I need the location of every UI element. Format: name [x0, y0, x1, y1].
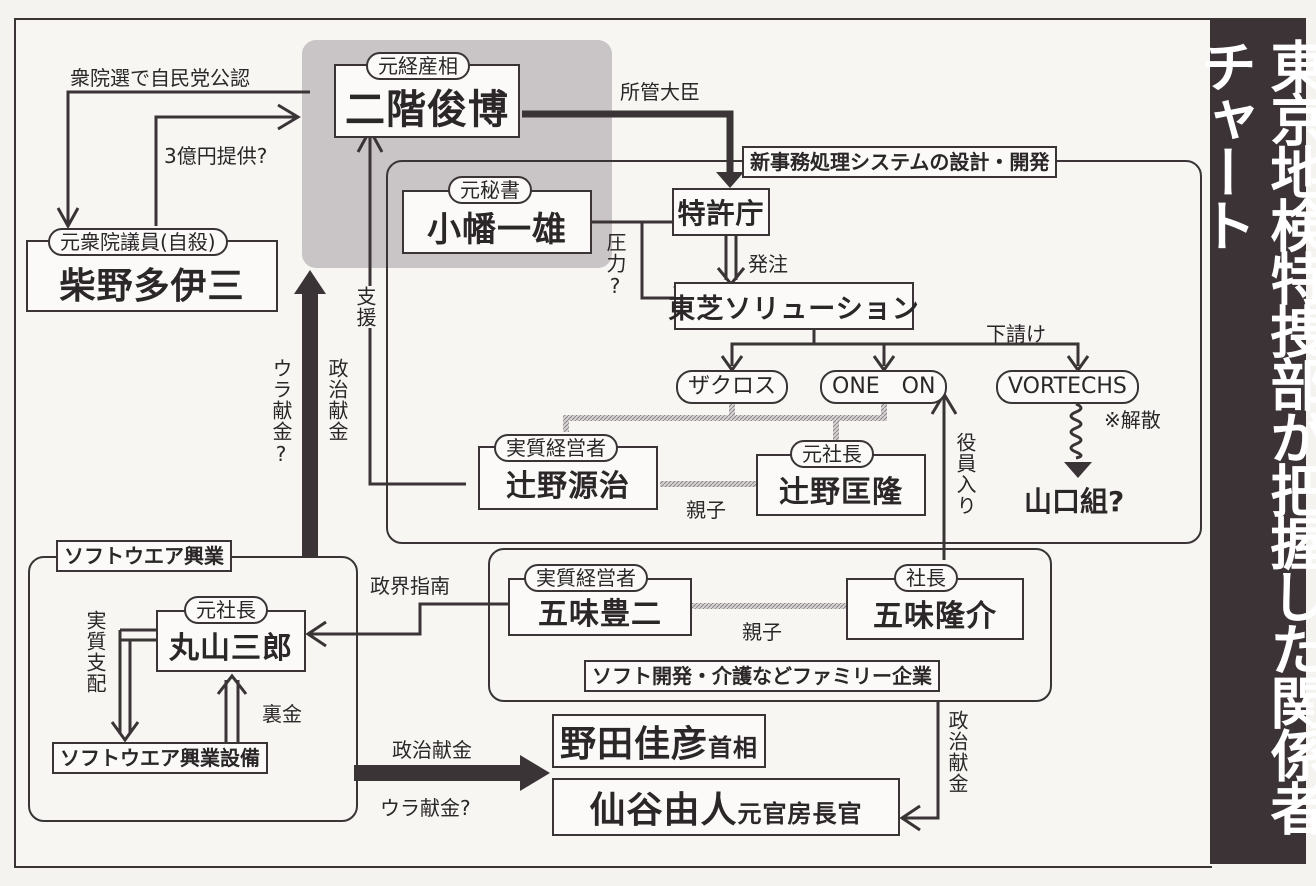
- edge-shien: [368, 130, 466, 486]
- label-ura-kenkin-2: ウラ献金?: [380, 796, 471, 820]
- label-seikai: 政界指南: [370, 574, 450, 598]
- node-zacros[interactable]: ザクロス: [676, 370, 789, 404]
- node-yamaguchi[interactable]: 山口組?: [1024, 485, 1125, 518]
- node-vortechs[interactable]: VORTECHS: [996, 370, 1139, 404]
- node-kohata-name: 小幡一雄: [427, 209, 567, 250]
- label-kaisan: ※解散: [1104, 408, 1161, 432]
- arrowhead-oku: [277, 103, 301, 131]
- node-toshiba[interactable]: 東芝ソリューション: [668, 282, 919, 330]
- node-tsujino-t-role: 元社長: [790, 440, 874, 468]
- node-tokkyo[interactable]: 特許庁: [672, 188, 770, 236]
- label-hatchu: 発注: [748, 252, 788, 276]
- edge-oku: [154, 115, 296, 226]
- arrowhead-shokan: [716, 172, 744, 188]
- node-gomi-t-name: 五味豊二: [538, 597, 662, 632]
- node-tsujino-g-name: 辻野源治: [506, 469, 630, 504]
- node-oneon[interactable]: ONE ON: [820, 370, 948, 404]
- hatch-zacros-oneon: [563, 400, 887, 432]
- node-sengoku-name: 仙谷由人: [589, 790, 738, 831]
- edge-shitauke: [730, 330, 816, 366]
- label-koninshi: 衆院選で自民党公認: [70, 66, 250, 90]
- node-kohata-role: 元秘書: [448, 176, 532, 204]
- node-noda-name: 野田佳彦: [559, 724, 708, 765]
- arrowhead-vortechs: [1064, 462, 1092, 478]
- node-noda[interactable]: 野田佳彦 首相: [552, 714, 766, 768]
- edge-seiji-kenkin-2: [354, 765, 524, 781]
- label-oyako-2: 親子: [742, 620, 782, 644]
- edge-seikai: [308, 602, 508, 636]
- node-tsujino-t-name: 辻野匡隆: [779, 475, 903, 510]
- edge-seiji-kenkin-1: [302, 290, 318, 558]
- label-ura-kenkin-1: ウラ献金?: [269, 358, 293, 467]
- node-nikai-role: 元経産相: [366, 52, 470, 80]
- arrowhead-koninshi: [56, 207, 80, 230]
- edge-family-sengoku: [904, 700, 940, 820]
- label-seiji-kenkin-3: 政治献金: [945, 710, 969, 794]
- label-atsuryoku: 圧力?: [603, 232, 627, 299]
- title-band: 東京地検特捜部が把握した関係者チャート: [1191, 18, 1316, 864]
- label-jisshitsu: 実質支配: [83, 610, 107, 694]
- label-urakin: 裏金: [262, 702, 302, 726]
- edge-shokan: [522, 110, 734, 172]
- label-oyako-1: 親子: [686, 498, 726, 522]
- node-shibano-name: 柴野多伊三: [59, 266, 245, 307]
- node-tsujino-g-role: 実質経営者: [494, 434, 618, 462]
- family-company-group: [488, 548, 1052, 702]
- arrowhead-jisshitsu: [110, 721, 140, 743]
- chart-title: 東京地検特捜部が把握した関係者チャート: [1191, 38, 1316, 833]
- node-software-setsubi[interactable]: ソフトウエア興業設備: [52, 742, 268, 774]
- arrowhead-seiji-kenkin-1: [294, 270, 326, 294]
- node-sengoku[interactable]: 仙谷由人 元官房長官: [552, 778, 900, 836]
- node-tokkyo-name: 特許庁: [677, 197, 765, 230]
- node-gomi-t-role: 実質経営者: [524, 564, 648, 592]
- label-shokan: 所管大臣: [620, 80, 700, 104]
- node-gomi-r-role: 社長: [894, 564, 958, 592]
- node-maruyama-name: 丸山三郎: [169, 631, 293, 666]
- family-company-tag[interactable]: ソフト開発・介護などファミリー企業: [584, 660, 940, 692]
- node-nikai-name: 二階俊博: [345, 87, 509, 133]
- node-maruyama-role: 元社長: [184, 596, 268, 624]
- system-development-tag: 新事務処理システムの設計・開発: [742, 146, 1058, 178]
- label-seiji-kenkin-1: 政治献金: [325, 358, 349, 442]
- node-sengoku-title: 元官房長官: [737, 799, 863, 828]
- label-seiji-kenkin-2: 政治献金: [392, 738, 472, 762]
- node-shibano-role: 元衆院議員(自殺): [48, 228, 228, 256]
- software-kogyo-tag[interactable]: ソフトウエア興業: [56, 540, 232, 572]
- label-shitauke: 下請け: [986, 322, 1046, 346]
- edge-koninshi: [66, 90, 310, 226]
- arrowhead-urakin: [216, 673, 248, 695]
- node-noda-title: 首相: [708, 733, 758, 762]
- label-shien: 支援: [353, 286, 377, 328]
- label-yakuin: 役員入り: [953, 432, 977, 516]
- arrowhead-seiji-kenkin-2: [520, 755, 550, 791]
- node-gomi-r-name: 五味隆介: [873, 599, 997, 634]
- vortechs-squiggle: [1069, 402, 1083, 460]
- label-oku: 3億円提供?: [164, 144, 268, 168]
- node-toshiba-name: 東芝ソリューション: [668, 293, 920, 325]
